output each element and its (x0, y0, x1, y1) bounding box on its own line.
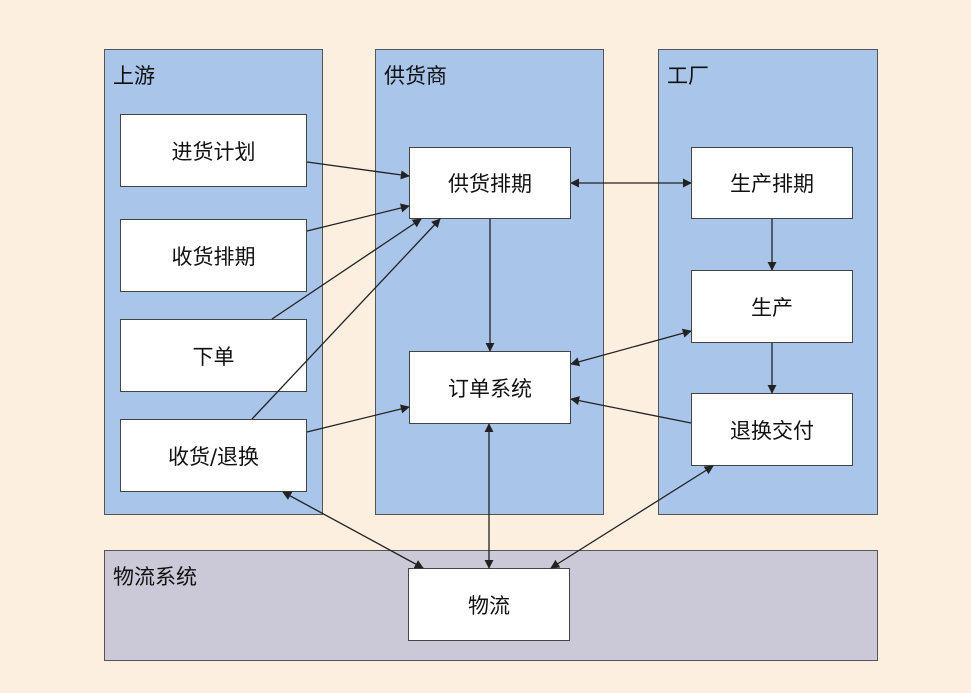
lane-title-upstream: 上游 (113, 64, 155, 88)
lane-title-logistics: 物流系统 (113, 565, 197, 589)
node-supply-schedule: 供货排期 (409, 147, 571, 219)
lane-title-supplier: 供货商 (384, 64, 447, 88)
edge-receive-return-logistics (282, 491, 424, 569)
edge-return-delivery-logistics (550, 465, 714, 569)
edge-receiving-schedule-to-supply-schedule (306, 203, 410, 232)
edge-purchase-plan-to-supply-schedule (306, 161, 410, 180)
node-production-schedule: 生产排期 (691, 147, 853, 219)
node-logistics: 物流 (408, 568, 570, 641)
node-place-order: 下单 (120, 319, 307, 392)
node-purchase-plan: 进货计划 (120, 114, 307, 187)
edge-order-system-production (570, 328, 692, 367)
edge-receive-return-to-supply-schedule (251, 218, 441, 420)
node-return-delivery: 退换交付 (691, 393, 853, 466)
edge-return-delivery-to-order-system (570, 396, 692, 424)
node-receiving-schedule: 收货排期 (120, 219, 307, 292)
lane-title-factory: 工厂 (667, 64, 709, 88)
edge-place-order-to-supply-schedule (271, 218, 422, 320)
node-receive-return: 收货/退换 (120, 419, 307, 492)
node-order-system: 订单系统 (409, 351, 571, 424)
node-production: 生产 (691, 270, 853, 343)
edge-receive-return-to-order-system (306, 404, 410, 433)
